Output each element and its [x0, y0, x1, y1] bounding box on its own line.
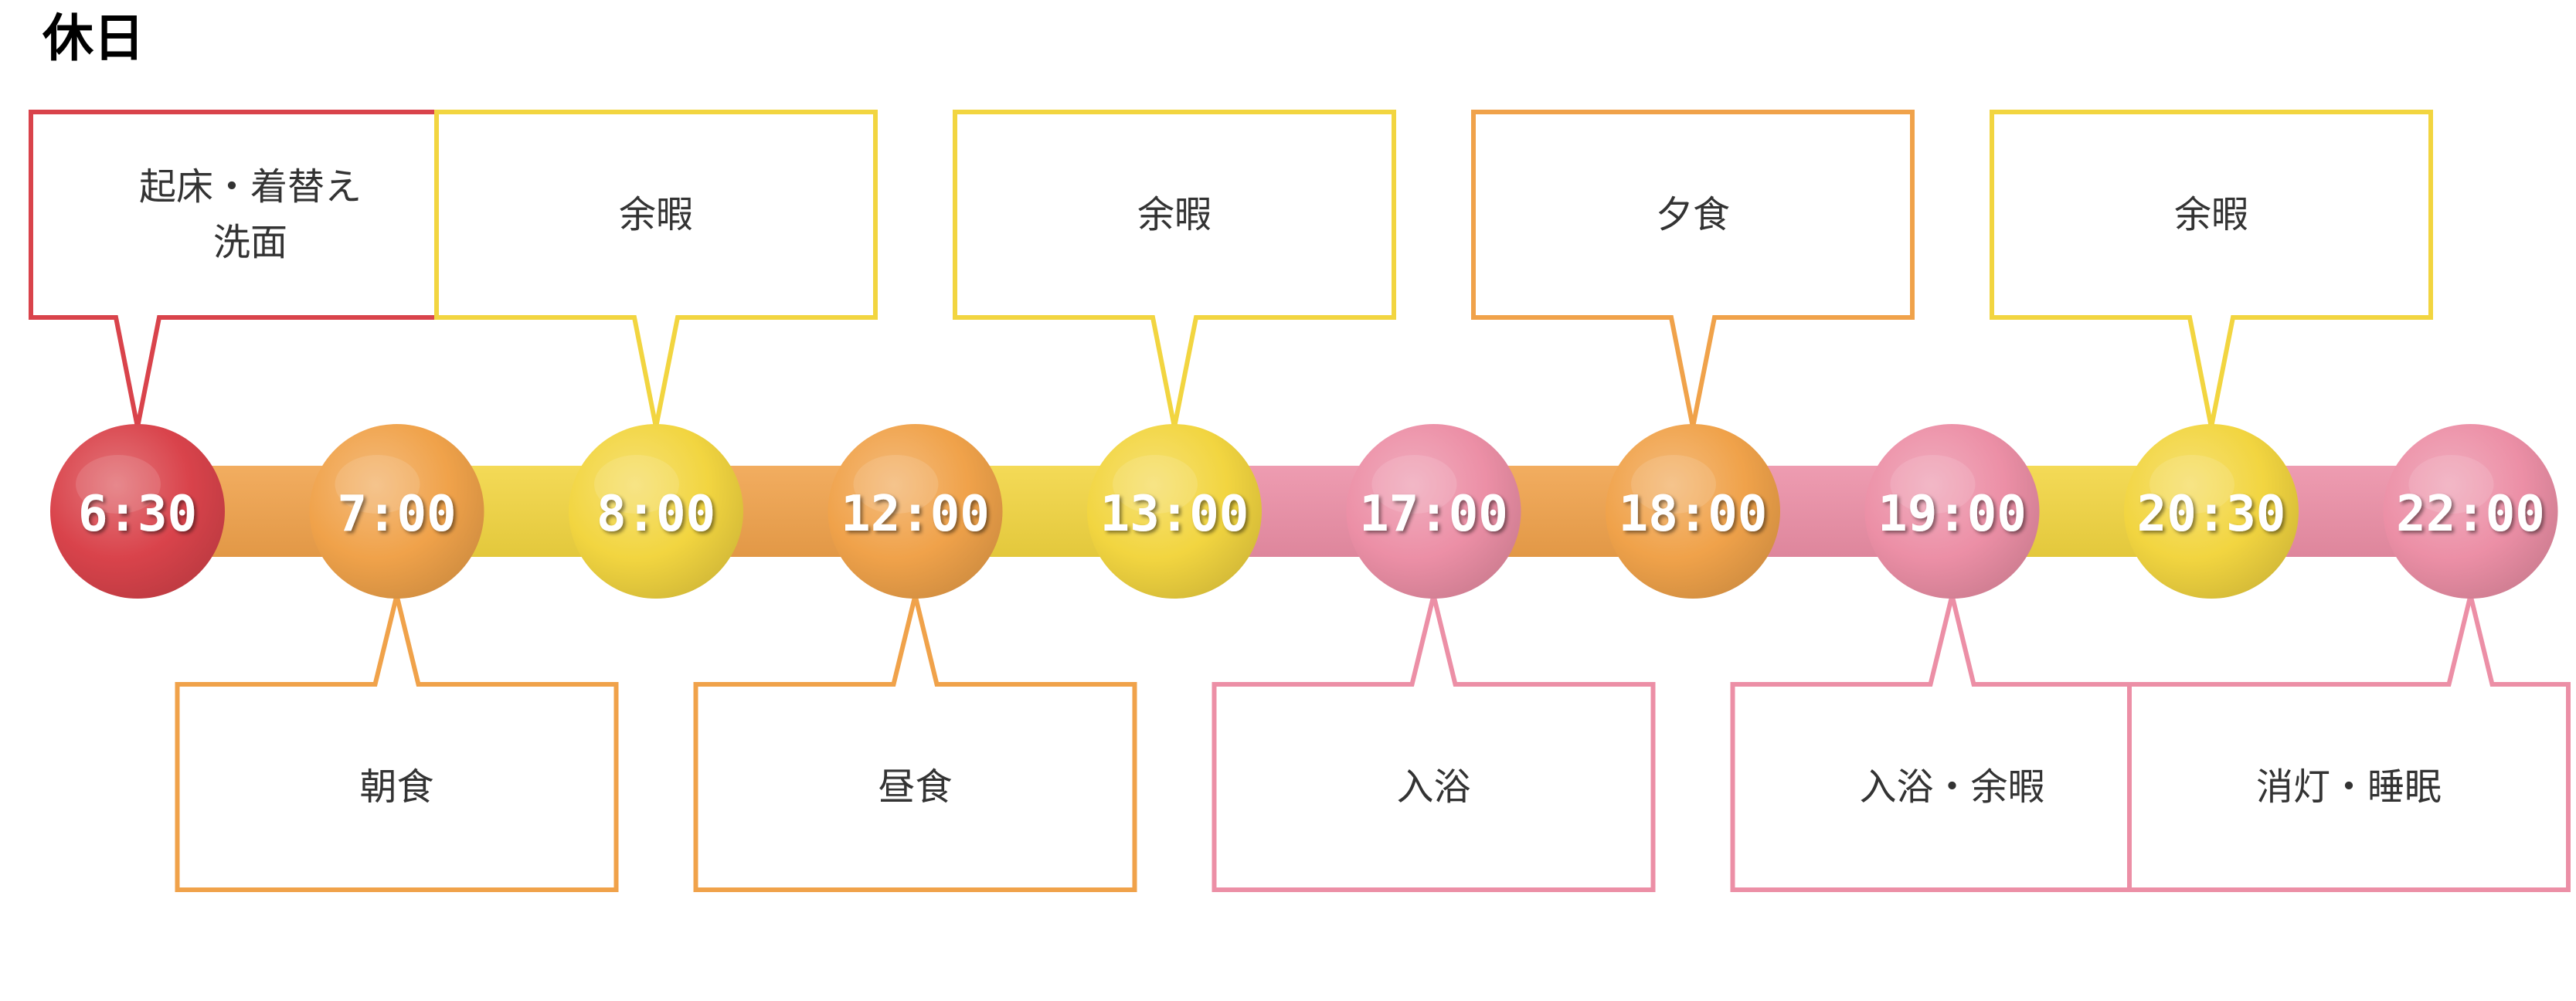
time-circle — [1087, 424, 1262, 599]
circle-highlight — [335, 455, 420, 514]
time-stop: 20:30 — [2124, 424, 2299, 599]
circle-highlight — [853, 455, 939, 514]
time-stop: 19:00 — [1864, 424, 2040, 599]
callout-outline — [1990, 110, 2433, 428]
time-label: 6:30 — [78, 486, 197, 543]
time-circle — [1864, 424, 2040, 599]
time-circle — [2124, 424, 2299, 599]
timeline-track — [138, 466, 2471, 557]
callout-box: 余暇 — [434, 110, 878, 428]
callout-box: 昼食 — [693, 595, 1137, 892]
callout-box: 消灯・睡眠 — [2127, 595, 2571, 892]
callout-box: 朝食 — [175, 595, 619, 892]
time-label: 22:00 — [2396, 486, 2545, 543]
callout-box: 夕食 — [1471, 110, 1915, 428]
circle-highlight — [1371, 455, 1457, 514]
callout-outline — [175, 595, 619, 892]
circle-highlight — [1113, 455, 1198, 514]
circle-highlight — [2149, 455, 2234, 514]
time-circle — [569, 424, 743, 599]
time-label: 7:00 — [337, 486, 456, 543]
time-label: 12:00 — [841, 486, 990, 543]
callout-outline — [693, 595, 1137, 892]
callout-label: 昼食 — [878, 765, 952, 809]
callout-box: 入浴・余暇 — [1730, 595, 2174, 892]
callout-label: 夕食 — [1656, 193, 1730, 236]
time-label: 18:00 — [1619, 486, 1768, 543]
callout-outline — [953, 110, 1396, 428]
time-stop: 6:30 — [50, 424, 225, 599]
circle-highlight — [594, 455, 679, 514]
callout-box: 入浴 — [1212, 595, 1656, 892]
callout-outline — [1730, 595, 2174, 892]
callout-label: 消灯・睡眠 — [2256, 765, 2442, 809]
time-circle — [1346, 424, 1521, 599]
time-label: 20:30 — [2137, 486, 2286, 543]
callout-label: 余暇 — [619, 193, 693, 236]
callout-label: 余暇 — [1137, 193, 1212, 236]
time-stop: 22:00 — [2383, 424, 2558, 599]
time-label: 19:00 — [1878, 486, 2027, 543]
time-label: 13:00 — [1100, 486, 1249, 543]
time-label: 17:00 — [1359, 486, 1508, 543]
time-circle — [828, 424, 1003, 599]
circle-highlight — [1631, 455, 1716, 514]
time-stop: 8:00 — [569, 424, 743, 599]
callout-box: 余暇 — [1990, 110, 2433, 428]
callout-outline — [2127, 595, 2571, 892]
callout-outline — [1212, 595, 1656, 892]
circle-highlight — [1890, 455, 1976, 514]
time-circle — [1606, 424, 1780, 599]
time-circle — [2383, 424, 2558, 599]
time-stop: 13:00 — [1087, 424, 1262, 599]
callout-label: 起床・着替え — [139, 165, 362, 209]
callout-box: 余暇 — [953, 110, 1396, 428]
callout-outline — [434, 110, 878, 428]
callout-label: 入浴 — [1396, 765, 1470, 809]
time-stops: 6:30 7:00 8:00 12:00 13:00 17:00 18:00 19:00 20:… — [50, 424, 2558, 599]
callout-label: 入浴・余暇 — [1859, 765, 2044, 809]
callout-label: 朝食 — [359, 765, 433, 809]
callout-outline — [1471, 110, 1915, 428]
callout-outline — [29, 110, 472, 428]
callout-label: 余暇 — [2174, 193, 2248, 236]
page-title: 休日 — [42, 8, 144, 68]
time-stop: 7:00 — [309, 424, 484, 599]
time-circle — [50, 424, 225, 599]
time-stop: 18:00 — [1606, 424, 1780, 599]
circle-highlight — [76, 455, 161, 514]
circle-highlight — [2408, 455, 2494, 514]
time-label: 8:00 — [596, 486, 715, 543]
time-stop: 12:00 — [828, 424, 1003, 599]
time-stop: 17:00 — [1346, 424, 1521, 599]
time-circle — [309, 424, 484, 599]
callout-label: 洗面 — [213, 221, 287, 264]
